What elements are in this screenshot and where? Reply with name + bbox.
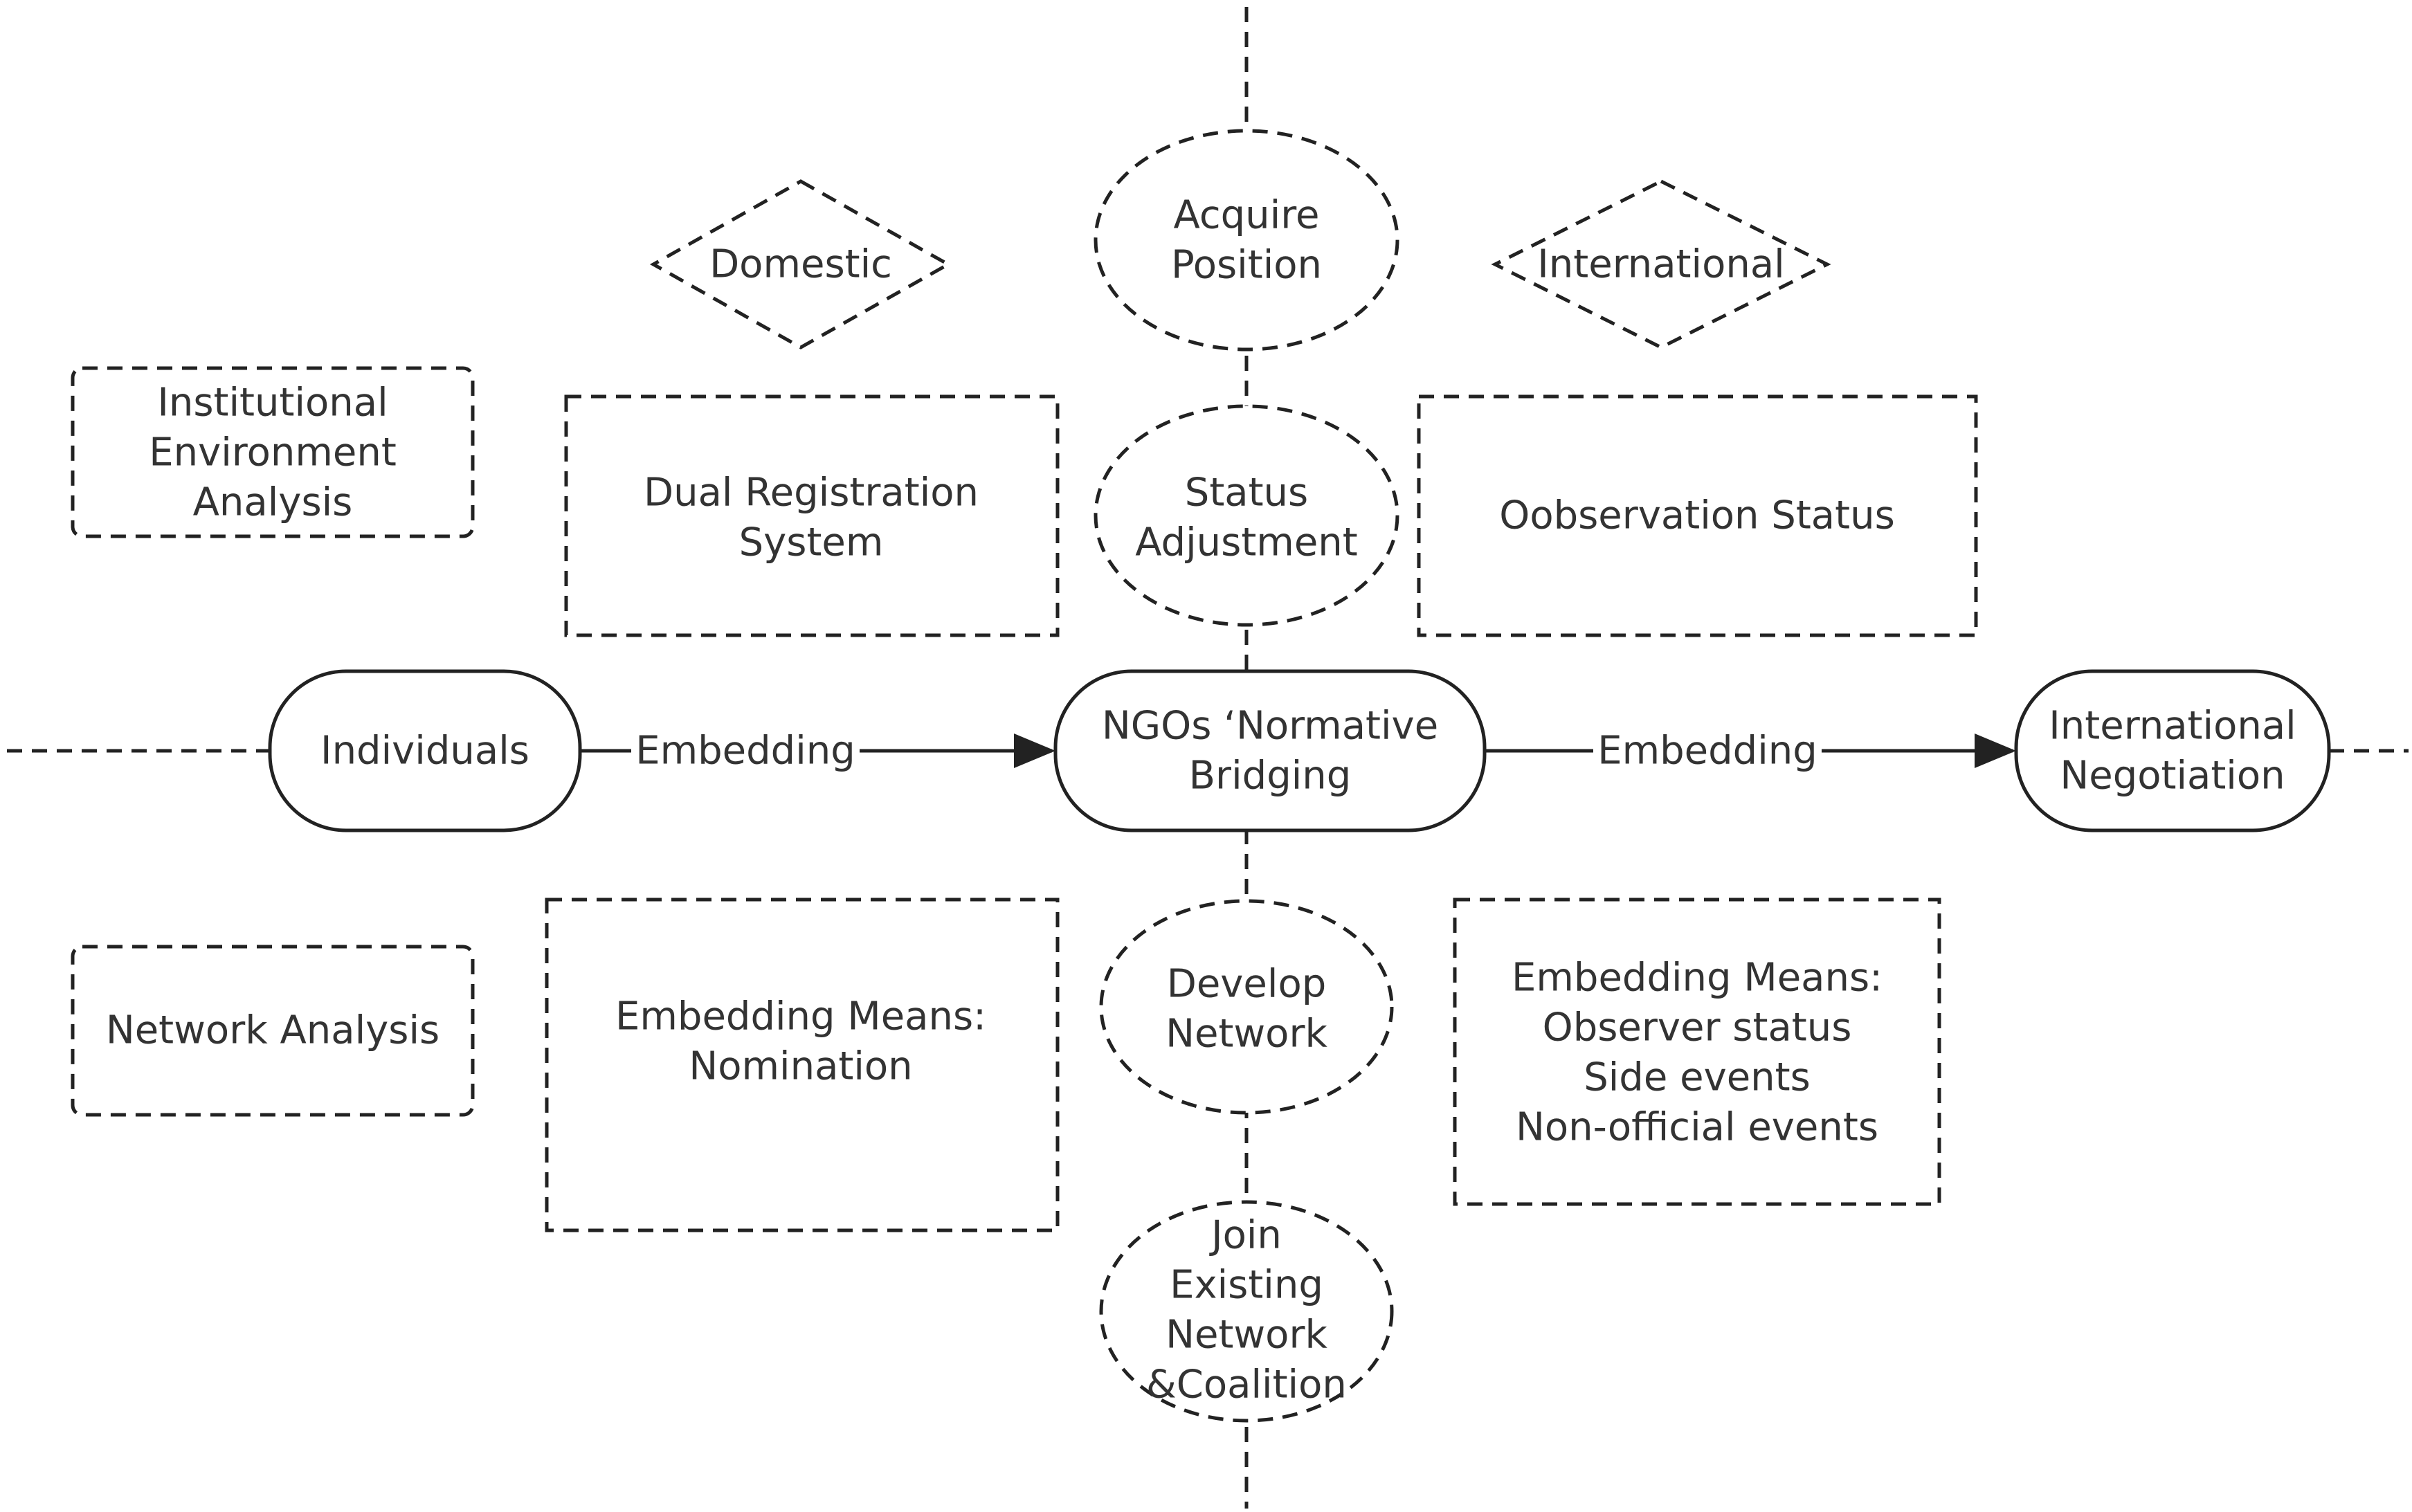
node-label-line: Join — [1209, 1213, 1282, 1258]
node-label-line: Oobservation Status — [1499, 493, 1895, 538]
node-label-line: Position — [1171, 243, 1322, 288]
node-label-line: Status — [1185, 471, 1308, 516]
node-label-line: Dual Registration — [644, 471, 979, 516]
node-label-line: Existing — [1170, 1263, 1323, 1308]
svg-text:Embedding Means:Nomination: Embedding Means: Nomination — [615, 994, 986, 1089]
node-label-line: Network — [1166, 1313, 1327, 1358]
node-label-line: Negotiation — [2060, 754, 2285, 799]
node-label-line: Adjustment — [1135, 520, 1358, 565]
node-label-line: Acquire — [1174, 193, 1320, 238]
node-label-line: NGOs ‘Normative — [1102, 704, 1438, 749]
node-label-line: International — [2049, 704, 2296, 749]
observation-status-box: Oobservation Status — [1417, 394, 1978, 637]
embedding-nomination-box: Embedding Means: Nomination — [545, 898, 1060, 1232]
node-label-line: Bridging — [1189, 754, 1352, 799]
network-analysis-box: Network Analysis — [71, 945, 475, 1117]
edge-label-embedding-left: Embedding — [635, 729, 855, 774]
node-label-line: Domestic — [709, 242, 892, 287]
node-label-line: Side events — [1584, 1055, 1811, 1100]
node-label-line: Nomination — [689, 1044, 912, 1089]
node-label-line: Network Analysis — [106, 1008, 439, 1053]
node-label-line: Institutional — [157, 381, 388, 426]
svg-text:Individuals: Individuals — [320, 729, 529, 774]
svg-text:Network Analysis: Network Analysis — [106, 1008, 439, 1053]
node-label-line: International — [1537, 242, 1784, 287]
domestic-diamond: Domestic — [649, 179, 952, 349]
node-label-line: Develop — [1167, 962, 1327, 1007]
svg-text:Domestic: Domestic — [709, 242, 892, 287]
node-label-line: Non-official events — [1516, 1105, 1878, 1150]
edge-label-embedding-right: Embedding — [1597, 729, 1817, 774]
node-label-line: System — [739, 520, 884, 565]
node-label-line: Observer status — [1543, 1005, 1852, 1050]
node-label-line: Embedding Means: — [1512, 956, 1883, 1001]
svg-text:International: International — [1537, 242, 1784, 287]
individuals-node: Individuals — [268, 669, 582, 832]
international-diamond: International — [1491, 179, 1831, 349]
node-label-line: Network — [1166, 1012, 1327, 1057]
node-label-line: Environment — [149, 430, 397, 475]
node-label-line: Analysis — [193, 480, 353, 525]
svg-text:Oobservation Status: Oobservation Status — [1499, 493, 1895, 538]
node-label-line: Individuals — [320, 729, 529, 774]
node-label-line: &Coalition — [1146, 1363, 1347, 1408]
node-label-line: Embedding Means: — [615, 994, 986, 1039]
